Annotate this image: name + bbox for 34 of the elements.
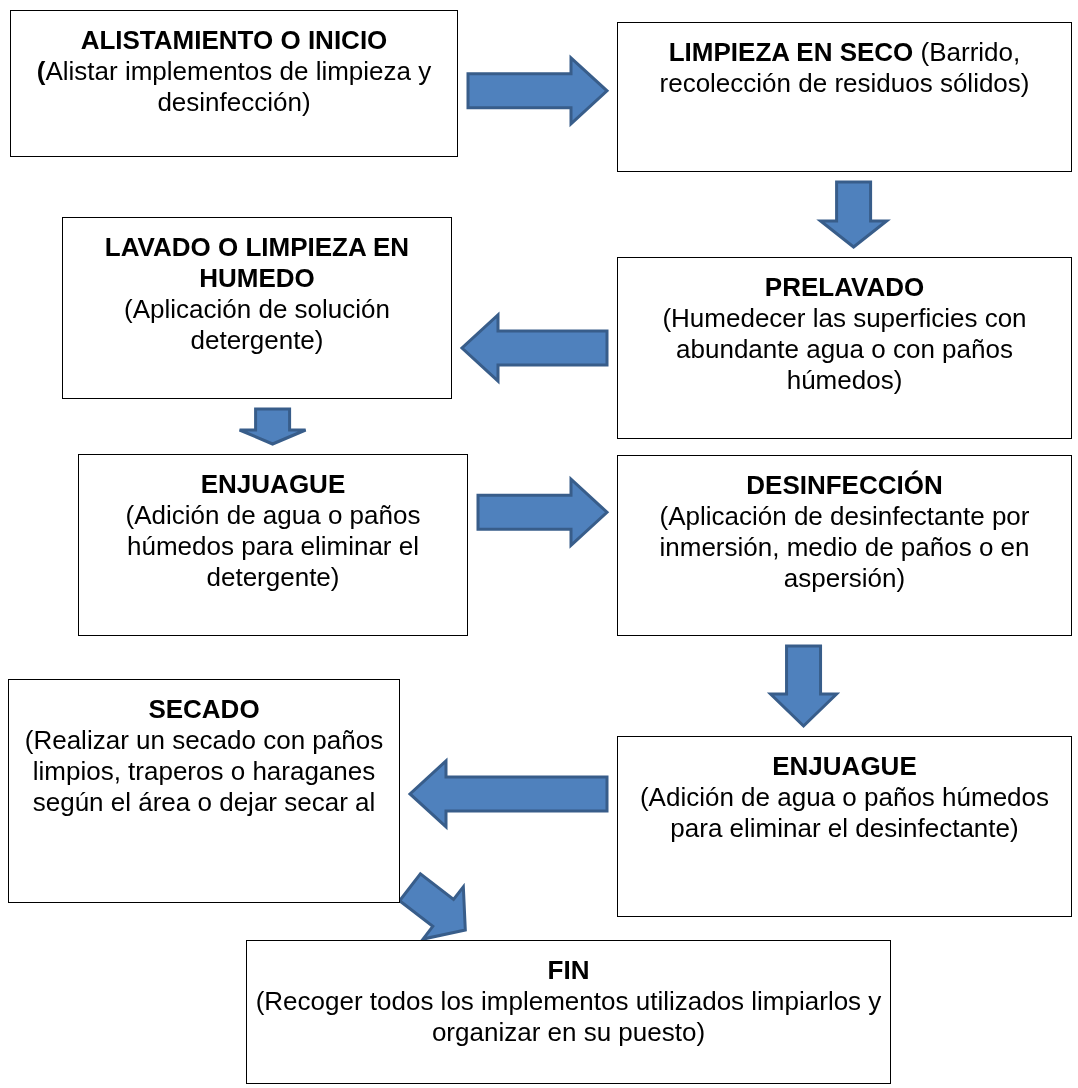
step-description: (Adición de agua o paños húmedos para eliminar el desinfectante)	[638, 781, 1051, 844]
block-arrow	[466, 54, 610, 128]
process-box	[78, 454, 468, 636]
process-box	[617, 22, 1072, 172]
block-arrow	[816, 180, 891, 249]
block-arrow	[238, 407, 308, 446]
process-box	[617, 736, 1072, 917]
step-description: LIMPIEZA EN SECO (Barrido, recolección de residuos sólidos)	[658, 37, 1031, 99]
block-arrow	[476, 475, 610, 549]
step-description: (Realizar un secado con paños limpios, traperos o haraganes según el área o dejar secar al	[23, 724, 385, 818]
step-description: (Recoger todos los implementos utilizados limpiarlos y organizar en su puesto)	[255, 985, 882, 1048]
process-box	[617, 455, 1072, 636]
step-title: ENJUAGUE	[200, 469, 346, 500]
step-title: LAVADO O LIMPIEZA EN HUMEDO	[103, 232, 411, 294]
step-title: ENJUAGUE	[772, 751, 917, 782]
step-title: FIN	[547, 955, 590, 986]
step-description: (Alistar implementos de limpieza y desinfección)	[35, 55, 433, 118]
process-box	[62, 217, 452, 399]
step-description: (Humedecer las superficies con abundante agua o con paños húmedos)	[661, 302, 1028, 396]
block-arrow	[407, 757, 609, 831]
step-description: (Aplicación de desinfectante por inmersión, medio de paños o en aspersión)	[658, 500, 1031, 594]
block-arrow	[397, 871, 467, 942]
process-box	[8, 679, 400, 903]
process-box	[246, 940, 891, 1084]
step-description: (Aplicación de solución detergente)	[123, 293, 391, 356]
block-arrow	[459, 311, 609, 385]
step-description: (Adición de agua o paños húmedos para eliminar el detergente)	[124, 499, 422, 593]
step-title: DESINFECCIÓN	[746, 470, 943, 501]
step-title: ALISTAMIENTO O INICIO	[80, 25, 388, 56]
block-arrow	[766, 644, 841, 729]
step-title: PRELAVADO	[764, 272, 925, 303]
process-box	[10, 10, 458, 157]
process-box	[617, 257, 1072, 439]
step-title: SECADO	[148, 694, 260, 725]
